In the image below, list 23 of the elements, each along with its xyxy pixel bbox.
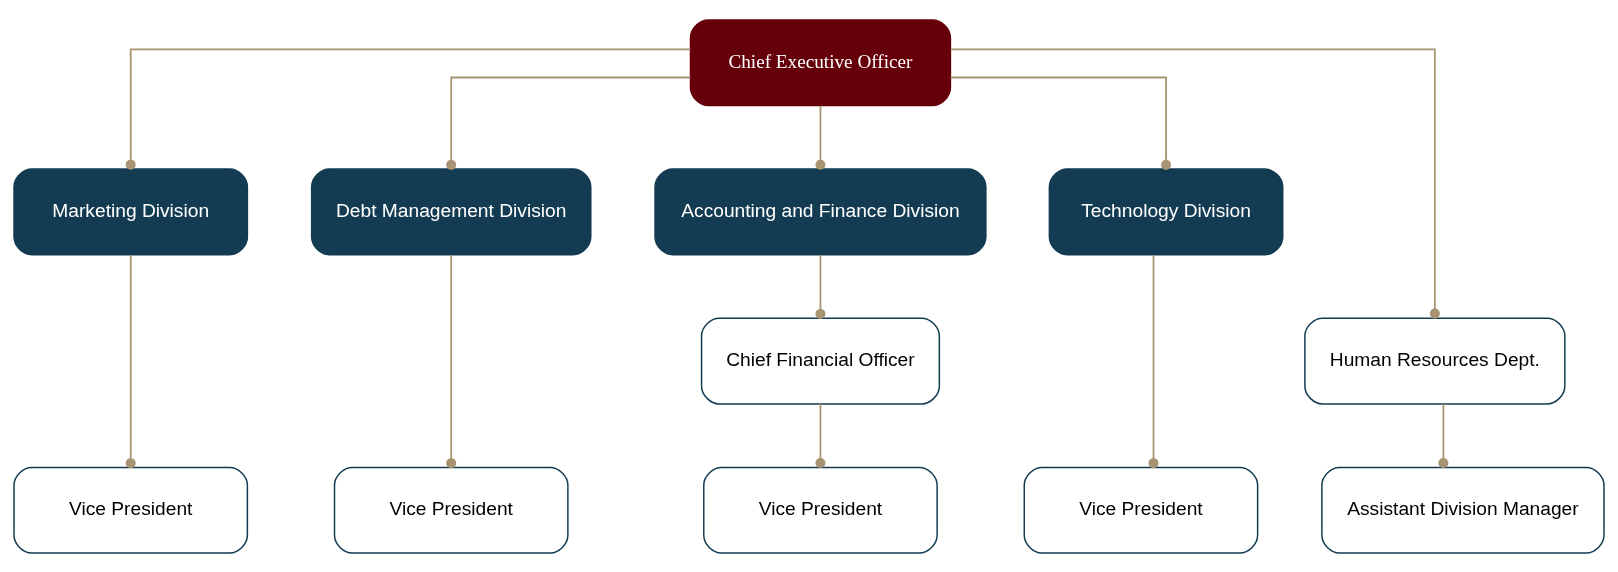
connector: [815, 104, 826, 170]
connector: [1438, 402, 1449, 468]
connector: [125, 48, 692, 170]
node-box: Vice President: [1023, 466, 1259, 554]
connector: [125, 253, 136, 468]
connector: [446, 253, 457, 468]
node-box: Chief Financial Officer: [700, 317, 941, 405]
node-box: Chief Executive Officer: [689, 18, 952, 106]
node-box: Accounting and Finance Division: [654, 167, 987, 255]
connector: [446, 76, 692, 170]
node-box: Technology Division: [1048, 167, 1284, 255]
node-box: Human Resources Dept.: [1304, 317, 1566, 405]
connector: [949, 48, 1440, 319]
node-box: Assistant Division Manager: [1321, 466, 1605, 554]
node-box: Vice President: [333, 466, 569, 554]
connector: [1148, 253, 1159, 468]
node-box: Vice President: [703, 466, 938, 554]
connector: [815, 402, 826, 468]
node-box: Debt Management Division: [310, 167, 592, 255]
connector: [815, 253, 826, 319]
connector: [949, 76, 1172, 170]
node-box: Vice President: [13, 466, 249, 554]
node-box: Marketing Division: [13, 167, 249, 255]
